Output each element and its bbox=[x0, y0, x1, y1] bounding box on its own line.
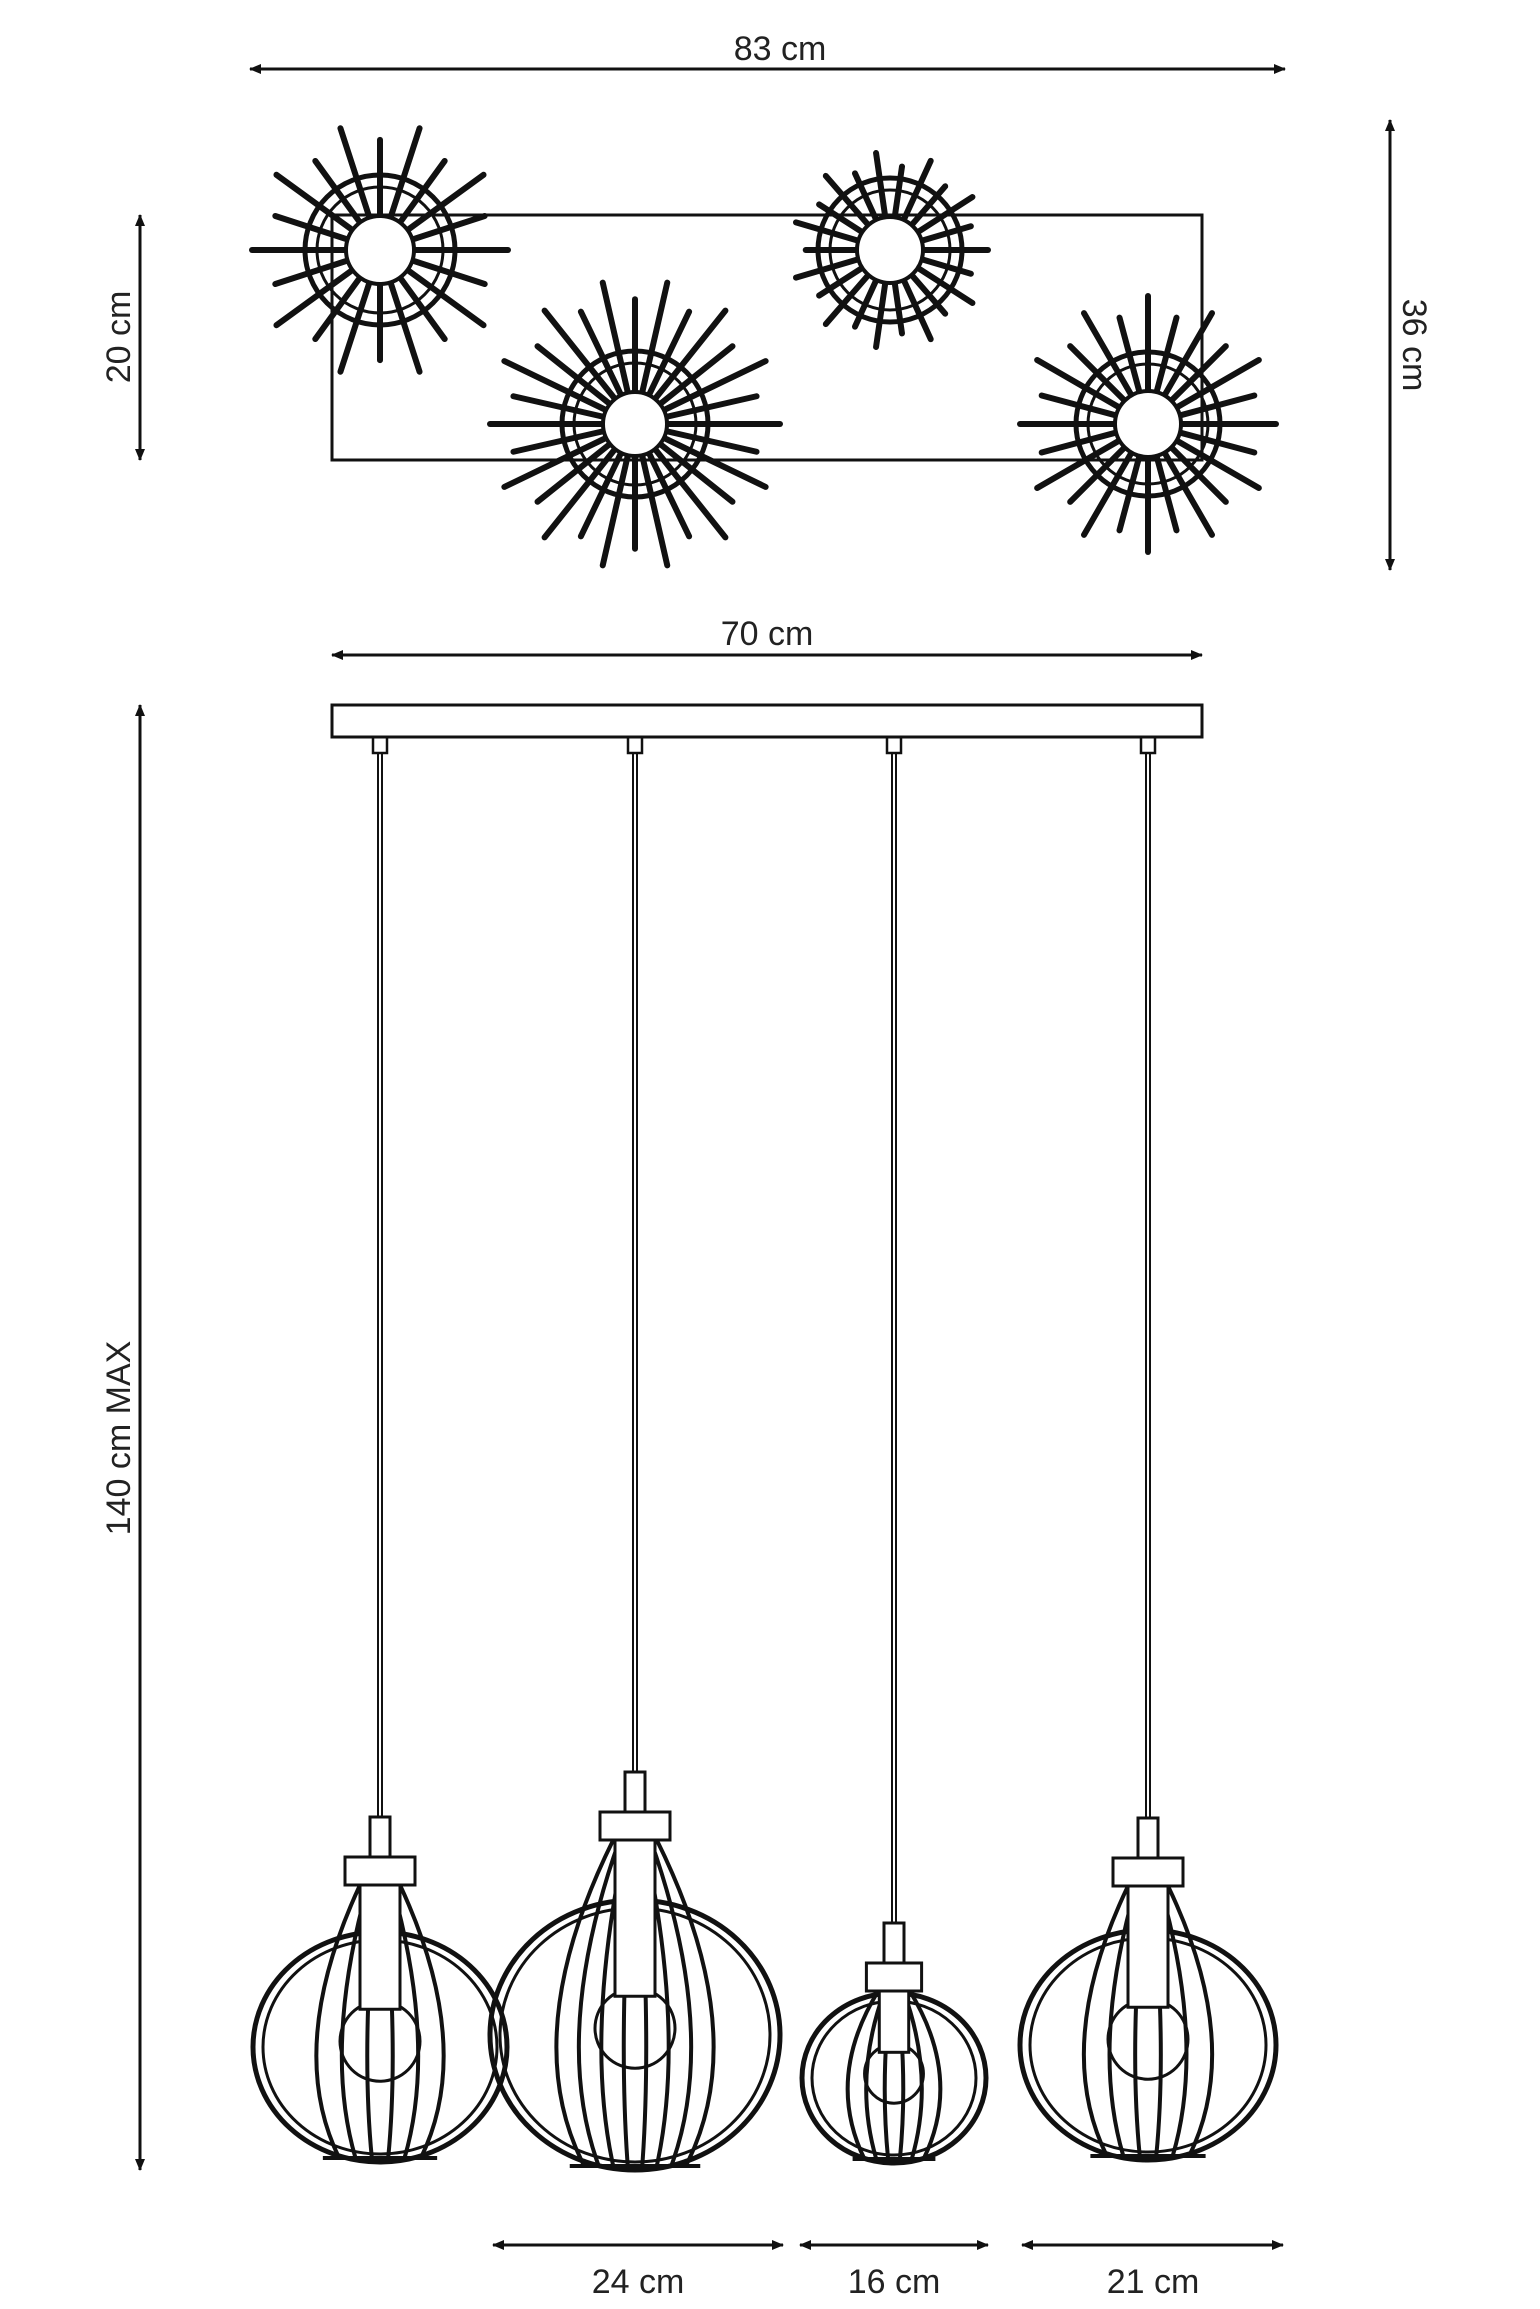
pendant-lamp-3 bbox=[799, 735, 989, 2166]
shade-plan-view-3 bbox=[792, 149, 991, 351]
width-dimension-label: 83 cm bbox=[734, 30, 827, 68]
height-dimension-label: 36 cm bbox=[1395, 299, 1433, 392]
ceiling-canopy bbox=[330, 703, 1204, 739]
shade-width-dimension-label-2: 16 cm bbox=[848, 2263, 941, 2301]
pendant-lamp-2 bbox=[487, 735, 783, 2173]
pendant-lamp-4 bbox=[1017, 735, 1279, 2163]
shade-width-dimension-label-1: 24 cm bbox=[592, 2263, 685, 2301]
top-view: 83 cm 36 cm 20 cm bbox=[100, 30, 1433, 571]
frame-depth-dimension-label: 20 cm bbox=[100, 291, 138, 384]
shade-plan-views bbox=[249, 125, 1279, 569]
shade-width-dimension-label-3: 21 cm bbox=[1107, 2263, 1200, 2301]
front-view: 70 cm 140 cm MAX 24 cm 16 cm 21 cm bbox=[100, 615, 1284, 2301]
shade-plan-view-1 bbox=[249, 125, 511, 375]
pendant-lamp-1 bbox=[250, 735, 510, 2165]
canopy-plan-outline bbox=[330, 213, 1204, 462]
canopy-width-dimension-label: 70 cm bbox=[721, 615, 814, 653]
shade-plan-view-4 bbox=[1017, 293, 1279, 555]
max-height-dimension-label: 140 cm MAX bbox=[100, 1341, 138, 1536]
shade-plan-view-2 bbox=[487, 279, 783, 569]
pendant-lamps bbox=[250, 735, 1279, 2173]
